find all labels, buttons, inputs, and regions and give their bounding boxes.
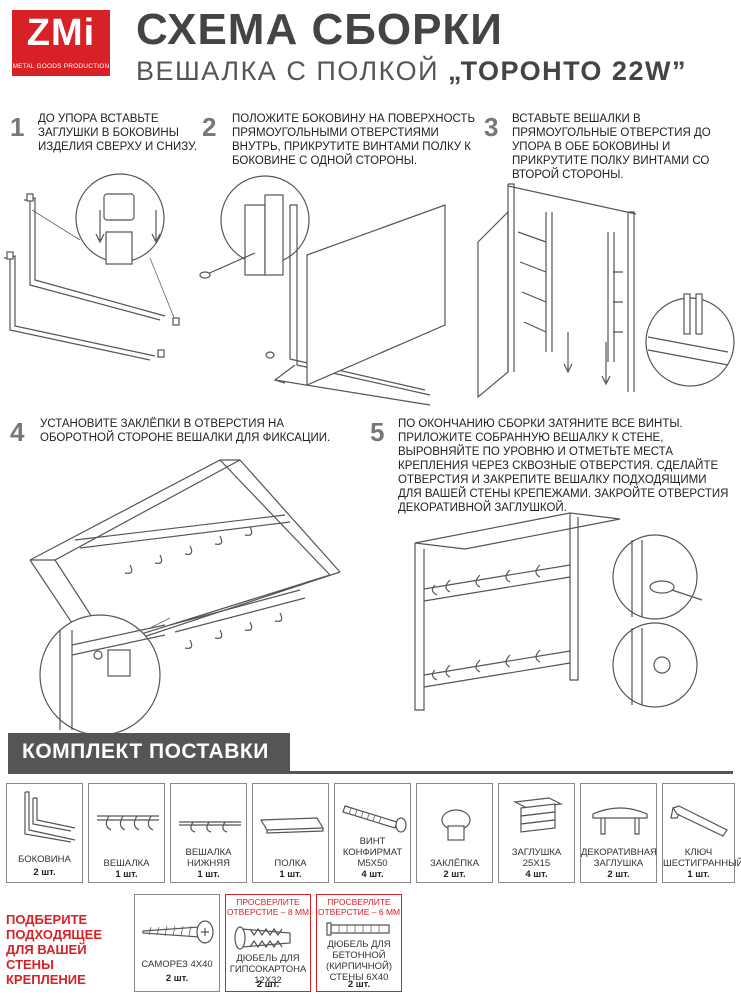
part-rivet: ЗАКЛЁПКА 2 шт. (416, 783, 493, 883)
step-5-number: 5 (370, 417, 385, 447)
part-qty: 1 шт. (197, 869, 220, 880)
step-5-text: По окончанию сборки затяните все винты. … (398, 418, 729, 514)
lower-hook-rail-icon (179, 821, 241, 833)
kit-title: КОМПЛЕКТ ПОСТАВКИ (8, 733, 290, 771)
hex-key-icon (670, 805, 728, 837)
part-shelf: ПОЛКА 1 шт. (252, 783, 329, 883)
step-5-illustration (414, 512, 703, 711)
step-3-text: Вставьте вешалки в прямоугольные отверст… (512, 113, 711, 181)
part-qty: 1 шт. (687, 869, 710, 880)
wood-screw-icon (142, 920, 214, 944)
part-name: БОКОВИНА (18, 854, 71, 865)
part-name: ВЕШАЛКА НИЖНЯЯ (185, 847, 232, 869)
part-lower-hook-rail: ВЕШАЛКА НИЖНЯЯ 1 шт. (170, 783, 247, 883)
step-2-text: Положите боковину на поверхность прямоуг… (232, 113, 476, 167)
part-name: ПОЛКА (274, 858, 307, 869)
subtitle-model: „ТОРОНТО 22W” (448, 56, 687, 86)
fastener-concrete-anchor: ПРОСВЕРЛИТЕ ОТВЕРСТИЕ – 6 мм ДЮБЕЛЬ ДЛЯ … (316, 894, 402, 992)
part-plug: ЗАГЛУШКА 25х15 4 шт. (498, 783, 575, 883)
decorative-cap-icon (592, 807, 648, 835)
part-name: ЗАГЛУШКА 25х15 (511, 847, 562, 869)
brand-logo: ZMi METAL GOODS PRODUCTION (12, 10, 110, 76)
shelf-icon (259, 817, 325, 834)
part-qty: 1 шт. (279, 869, 302, 880)
fastener-qty: 2 шт. (165, 973, 189, 984)
step-4-illustration (29, 459, 341, 736)
step-4-number: 4 (10, 417, 25, 447)
part-hook-rail: ВЕШАЛКА 1 шт. (88, 783, 165, 883)
part-qty: 2 шт. (607, 869, 630, 880)
step-3-number: 3 (484, 112, 499, 142)
fastener-qty: 2 шт. (256, 979, 280, 990)
page-subtitle: ВЕШАЛКА С ПОЛКОЙ „ТОРОНТО 22W” (136, 56, 687, 86)
part-qty: 2 шт. (33, 867, 56, 878)
fastener-name: САМОРЕЗ 4х40 (141, 959, 213, 970)
part-confirmat-screw: ВИНТ КОНФИРМАТ М5х50 4 шт. (334, 783, 411, 883)
step-3-illustration (477, 183, 735, 399)
confirmat-screw-icon (342, 805, 407, 833)
part-name: ЗАКЛЁПКА (430, 858, 479, 869)
step-2-illustration (199, 175, 446, 406)
part-name: ВЕШАЛКА (103, 858, 150, 869)
part-qty: 4 шт. (361, 869, 384, 880)
step-1-number: 1 (10, 112, 25, 142)
drywall-anchor-icon (234, 926, 291, 950)
fastener-name: ДЮБЕЛЬ ДЛЯ ГИПСОКАРТОНА 12х32 (229, 953, 307, 986)
wall-fastener-note: ПОДБЕРИТЕ ПОДХОДЯЩЕЕ ДЛЯ ВАШЕЙ СТЕНЫ КРЕ… (6, 912, 103, 987)
step-2-number: 2 (202, 112, 217, 142)
part-qty: 4 шт. (525, 869, 548, 880)
part-qty: 1 шт. (115, 869, 138, 880)
fastener-name: ДЮБЕЛЬ ДЛЯ БЕТОННОЙ (КИРПИЧНОЙ) СТЕНЫ 6х… (325, 939, 393, 983)
step-4-text: Установите заклёпки в отверстия на оборо… (40, 418, 331, 444)
logo-tagline: METAL GOODS PRODUCTION (12, 63, 110, 70)
subtitle-prefix: ВЕШАЛКА С ПОЛКОЙ (136, 56, 439, 86)
hook-rail-icon (97, 815, 159, 831)
drill-note: ПРОСВЕРЛИТЕ ОТВЕРСТИЕ – 8 мм (226, 897, 310, 917)
part-decorative-cap: ДЕКОРАТИВНАЯ ЗАГЛУШКА 2 шт. (580, 783, 657, 883)
concrete-anchor-icon (326, 922, 390, 936)
page-title: СХЕМА СБОРКИ (136, 5, 503, 54)
part-side-frame: БОКОВИНА 2 шт. (6, 783, 83, 883)
drill-note: ПРОСВЕРЛИТЕ ОТВЕРСТИЕ – 6 мм (317, 897, 401, 917)
part-name: ВИНТ КОНФИРМАТ М5х50 (342, 836, 403, 869)
kit-title-rule (8, 771, 733, 774)
rivet-icon (441, 809, 471, 841)
fastener-drywall-anchor: ПРОСВЕРЛИТЕ ОТВЕРСТИЕ – 8 мм ДЮБЕЛЬ ДЛЯ … (225, 894, 311, 992)
plug-icon (512, 797, 564, 833)
part-qty: 2 шт. (443, 869, 466, 880)
fastener-qty: 2 шт. (347, 979, 371, 990)
fastener-wood-screw: САМОРЕЗ 4х40 2 шт. (134, 894, 220, 992)
part-hex-key: КЛЮЧ ШЕСТИГРАННЫЙ 1 шт. (662, 783, 741, 883)
step-1-illustration (4, 173, 180, 361)
part-name: ДЕКОРАТИВНАЯ ЗАГЛУШКА (581, 847, 657, 869)
logo-mark: ZMi (26, 12, 96, 54)
part-name: КЛЮЧ ШЕСТИГРАННЫЙ (663, 847, 741, 869)
side-frame-icon (24, 791, 76, 843)
step-1-text: До упора вставьте заглушки в боковины из… (38, 113, 198, 153)
